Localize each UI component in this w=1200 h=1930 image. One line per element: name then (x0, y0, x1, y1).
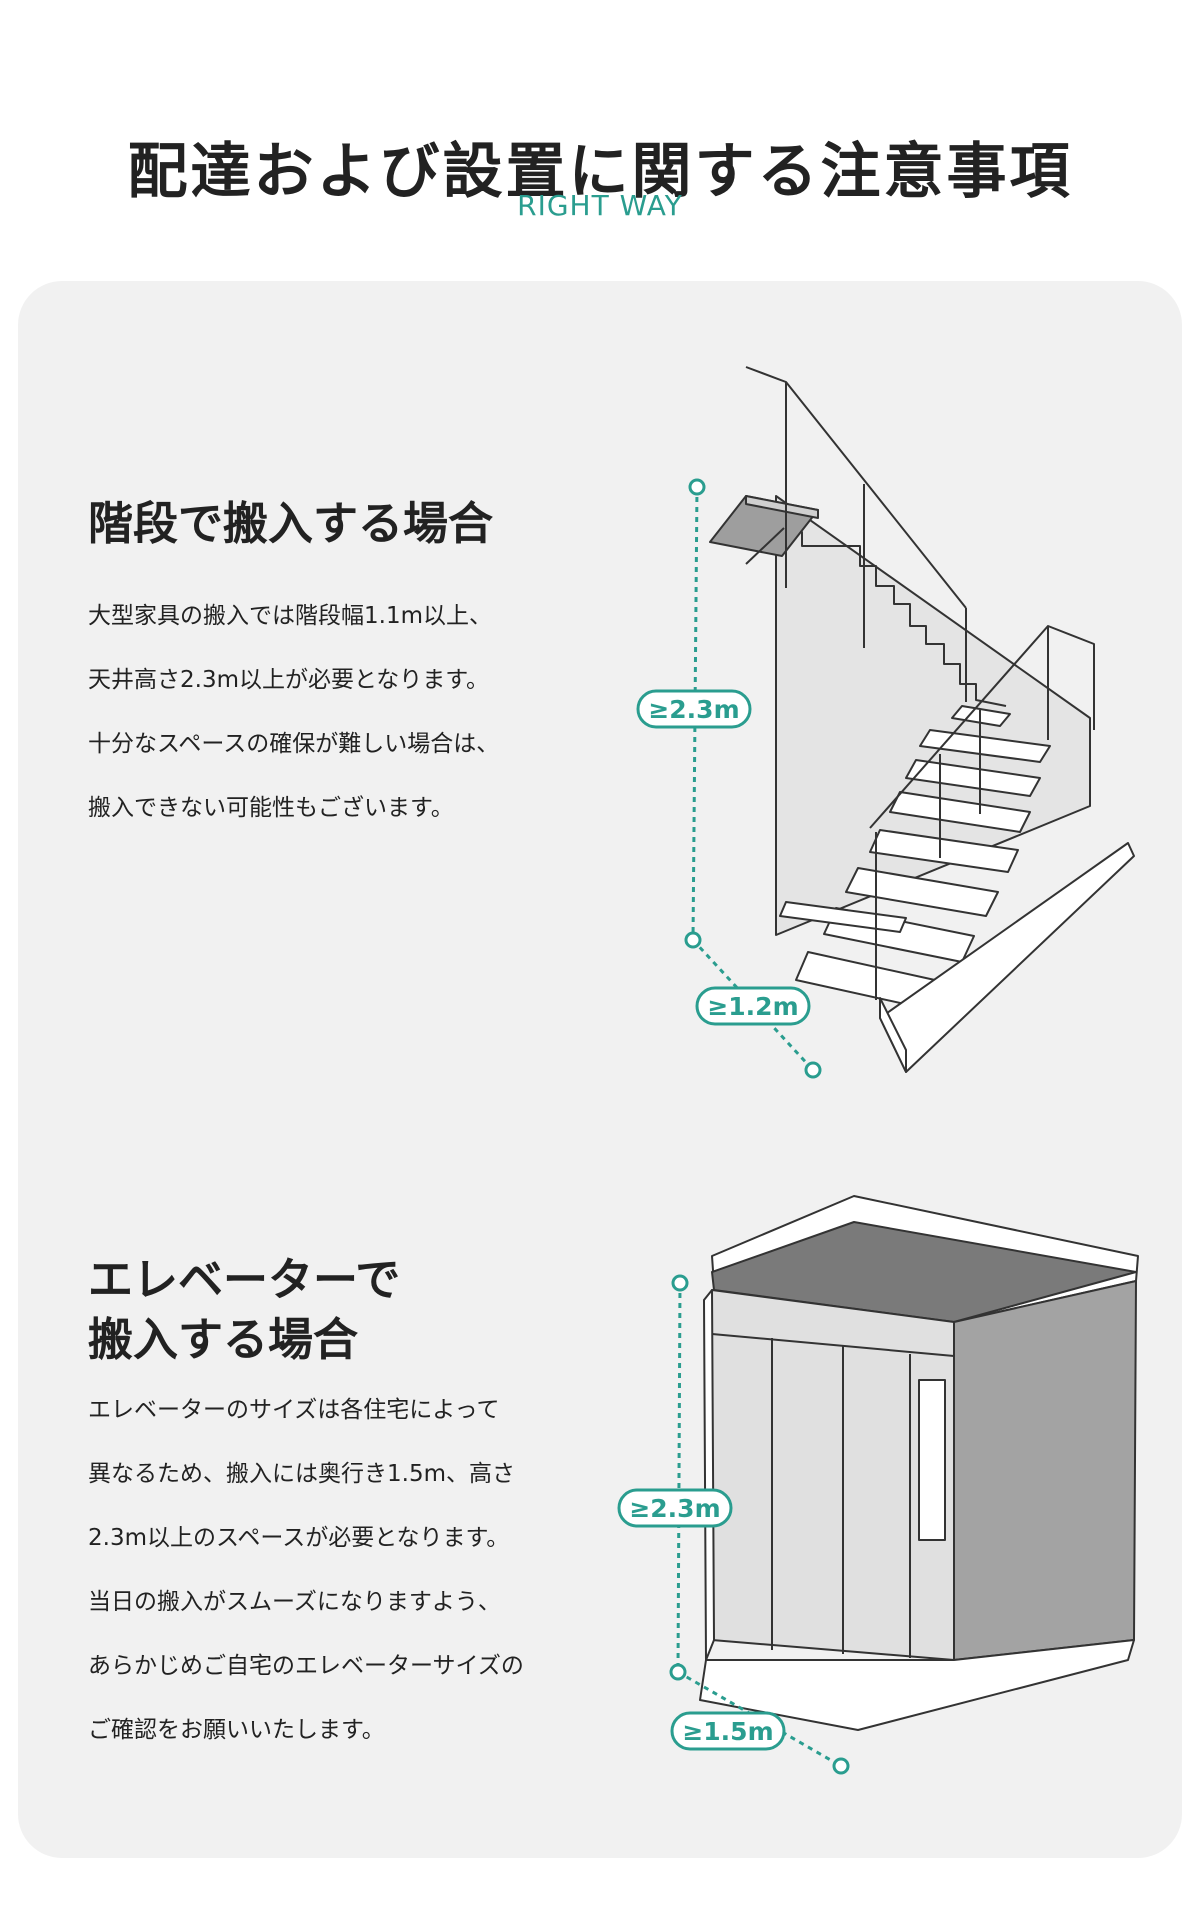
body-line: 搬入できない可能性もございます。 (88, 795, 454, 821)
body-line: エレベーターのサイズは各住宅によって (88, 1397, 500, 1423)
body-line: 当日の搬入がスムーズになりますよう、 (88, 1589, 501, 1615)
section-heading-line: 搬入する場合 (88, 1313, 359, 1366)
section-heading-elevator: エレベーターで 搬入する場合 (88, 1250, 400, 1370)
body-line: 天井高さ2.3m以上が必要となります。 (88, 667, 489, 693)
body-line: 異なるため、搬入には奥行き1.5m、高さ (88, 1461, 515, 1487)
section-heading-line: 階段で搬入する場合 (88, 497, 494, 550)
section-body-stairs: 大型家具の搬入では階段幅1.1m以上、 天井高さ2.3m以上が必要となります。 … (88, 584, 499, 840)
section-heading-stairs: 階段で搬入する場合 (88, 494, 493, 554)
body-line: ご確認をお願いいたします。 (88, 1717, 385, 1743)
body-line: 2.3m以上のスペースが必要となります。 (88, 1525, 510, 1551)
page-subtitle: RIGHT WAY (517, 189, 683, 222)
body-line: 大型家具の搬入では階段幅1.1m以上、 (88, 603, 492, 629)
body-line: あらかじめご自宅のエレベーターサイズの (88, 1653, 524, 1679)
page-title: 配達および設置に関する注意事項 (127, 137, 1073, 208)
section-body-elevator: エレベーターのサイズは各住宅によって 異なるため、搬入には奥行き1.5m、高さ … (88, 1378, 524, 1762)
section-heading-line: エレベーターで (88, 1253, 401, 1306)
body-line: 十分なスペースの確保が難しい場合は、 (88, 731, 500, 757)
